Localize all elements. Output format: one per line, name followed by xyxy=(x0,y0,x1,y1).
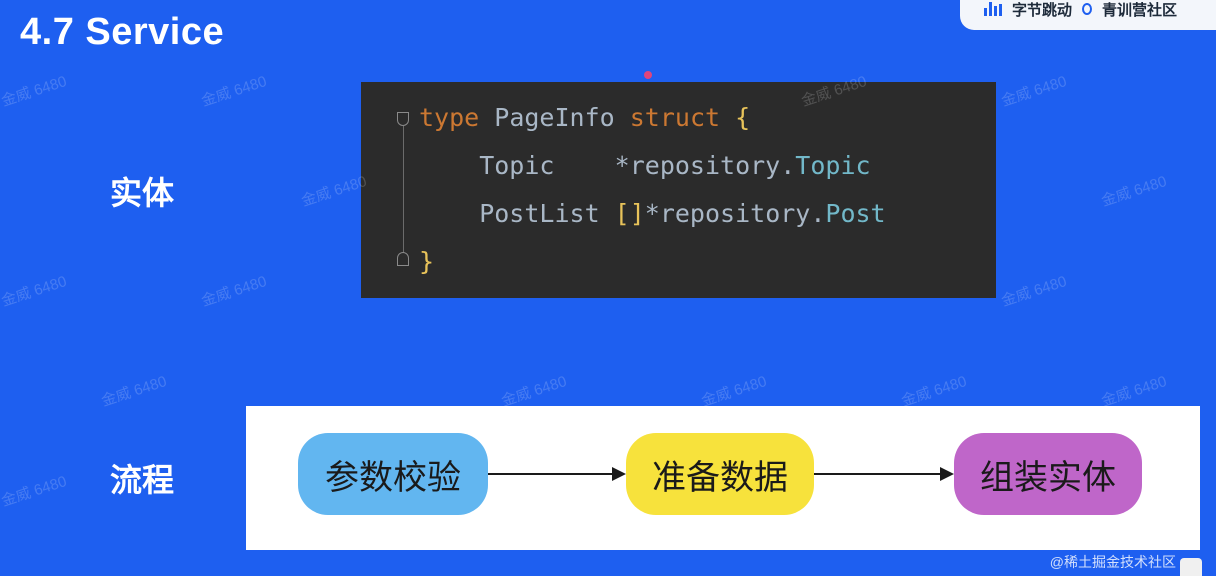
code-keyword-type: type xyxy=(419,103,480,132)
watermark: 金威 6480 xyxy=(699,372,769,410)
code-close-brace: } xyxy=(419,247,435,276)
watermark: 金威 6480 xyxy=(1099,172,1169,210)
flow-step-assemble-entity: 组装实体 xyxy=(954,433,1142,515)
pointer-dot-icon xyxy=(644,71,652,79)
code-snippet-panel: type PageInfo struct { Topic *repository… xyxy=(361,82,996,298)
code-type-post: Post xyxy=(825,199,886,228)
watermark: 金威 6480 xyxy=(299,172,369,210)
fold-close-icon xyxy=(397,252,409,266)
code-line-4: } xyxy=(419,247,434,277)
brand-name-youthcamp: 青训营社区 xyxy=(1102,1,1178,19)
code-open-brace: { xyxy=(720,103,751,132)
code-type-prefix: *repository. xyxy=(614,151,796,180)
watermark: 金威 6480 xyxy=(199,272,269,310)
code-keyword-struct: struct xyxy=(629,103,721,132)
watermark: 金威 6480 xyxy=(899,372,969,410)
watermark: 金威 6480 xyxy=(99,372,169,410)
code-struct-name: PageInfo xyxy=(479,103,630,132)
code-type-topic: Topic xyxy=(795,151,871,180)
flow-step-validate-params: 参数校验 xyxy=(298,433,488,515)
brand-name-bytedance: 字节跳动 xyxy=(1012,1,1073,19)
flow-diagram-panel: 参数校验 准备数据 组装实体 xyxy=(246,406,1200,550)
watermark: 金威 6480 xyxy=(999,272,1069,310)
flow-step-prepare-data: 准备数据 xyxy=(626,433,814,515)
watermark: 金威 6480 xyxy=(999,72,1069,110)
document-icon xyxy=(1180,558,1202,576)
slide-title: 4.7 Service xyxy=(20,11,225,53)
bytedance-logo-icon xyxy=(984,2,1002,16)
code-type-prefix: *repository. xyxy=(644,199,826,228)
watermark: 金威 6480 xyxy=(0,272,69,310)
source-credit: @稀土掘金技术社区 xyxy=(1049,554,1176,570)
watermark: 金威 6480 xyxy=(0,72,69,110)
watermark: 金威 6480 xyxy=(199,72,269,110)
code-line-2: Topic *repository.Topic xyxy=(419,151,871,181)
code-slice-brackets: [] xyxy=(614,199,645,228)
fold-guide-line xyxy=(403,126,404,256)
flow-arrow-2 xyxy=(814,467,954,481)
fold-open-icon xyxy=(397,112,409,126)
code-field-postlist: PostList xyxy=(419,199,615,228)
code-line-3: PostList []*repository.Post xyxy=(419,199,886,229)
code-line-1: type PageInfo struct { xyxy=(419,103,750,133)
entity-section-label: 实体 xyxy=(110,175,175,211)
flow-arrow-1 xyxy=(488,467,626,481)
watermark: 金威 6480 xyxy=(499,372,569,410)
watermark: 金威 6480 xyxy=(0,472,69,510)
watermark: 金威 6480 xyxy=(1099,372,1169,410)
youth-camp-logo-icon xyxy=(1082,3,1093,15)
code-field-topic: Topic xyxy=(419,151,615,180)
flow-section-label: 流程 xyxy=(110,462,175,498)
brand-badge: 字节跳动 青训营社区 xyxy=(960,0,1216,30)
